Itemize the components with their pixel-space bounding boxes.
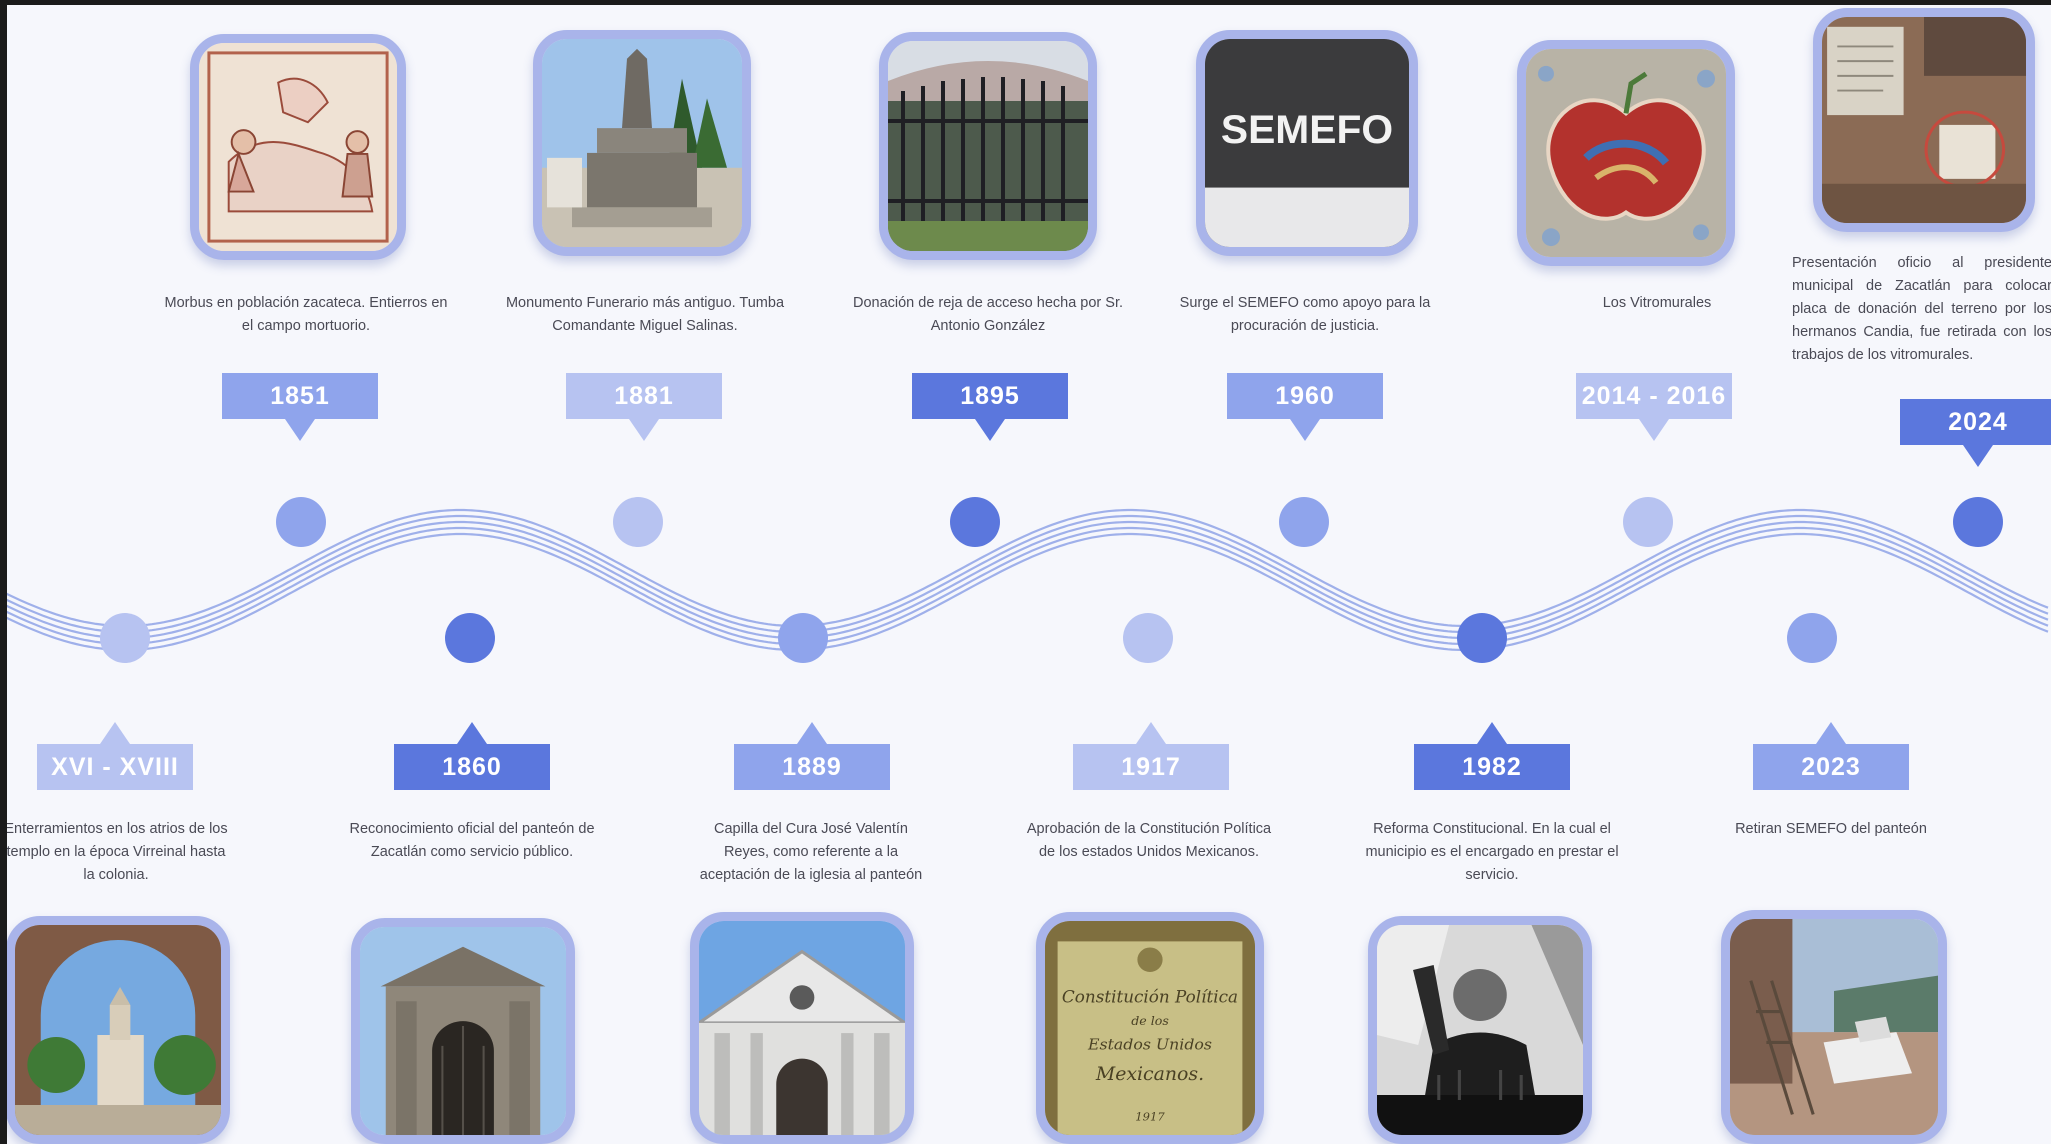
photo-2024 — [1813, 8, 2035, 232]
description-2023: Retiran SEMEFO del panteón — [1735, 821, 1927, 837]
photo-2023 — [1721, 910, 1947, 1144]
white-chapel-icon — [699, 921, 905, 1135]
year-label-2023: 2023 — [1753, 722, 1909, 790]
node-1960 — [1279, 497, 1329, 547]
year-label-1889: 1889 — [734, 722, 890, 790]
year-text: XVI - XVIII — [51, 753, 179, 781]
semefo-sign-text: SEMEFO — [1221, 108, 1393, 152]
gate-icon — [888, 41, 1088, 251]
node-1895 — [950, 497, 1000, 547]
node-2023 — [1787, 613, 1837, 663]
doc-line-1: Constitución Política — [1062, 988, 1238, 1007]
node-1917 — [1123, 613, 1173, 663]
wave-line — [0, 520, 2049, 640]
node-2024 — [1953, 497, 2003, 547]
node-1860 — [445, 613, 495, 663]
node-1851 — [276, 497, 326, 547]
description-1851: Morbus en población zacateca. Entierros … — [164, 295, 448, 334]
year-label-1982: 1982 — [1414, 722, 1570, 790]
doc-line-2: de los — [1131, 1013, 1169, 1028]
year-text: 1860 — [442, 753, 502, 781]
doc-line-4: Mexicanos. — [1095, 1064, 1204, 1085]
year-text: 1895 — [960, 382, 1020, 410]
photo-1982 — [1368, 916, 1592, 1144]
year-text: 1917 — [1121, 753, 1181, 781]
year-text: 1960 — [1275, 382, 1335, 410]
year-text: 2023 — [1801, 753, 1861, 781]
semefo-sign-icon: SEMEFO — [1205, 39, 1409, 247]
photo-1889 — [690, 912, 914, 1144]
node-1881 — [613, 497, 663, 547]
year-label-1881: 1881 — [566, 373, 722, 441]
year-label-1960: 1960 — [1227, 373, 1383, 441]
mosaic-apple-icon — [1526, 49, 1726, 257]
wave-lines — [0, 508, 2049, 652]
description-xvi-xviii: Enterramientos en los atrios de los temp… — [4, 821, 228, 883]
doc-line-3: Estados Unidos — [1087, 1036, 1212, 1054]
description-1960: Surge el SEMEFO como apoyo para la procu… — [1179, 295, 1431, 334]
year-label-2014-2016: 2014 - 2016 — [1576, 373, 1732, 441]
year-text: 1881 — [614, 382, 674, 410]
year-label-1851: 1851 — [222, 373, 378, 441]
wave-line — [0, 532, 2049, 652]
doc-line-5: 1917 — [1135, 1110, 1165, 1124]
photo-1860 — [351, 918, 575, 1144]
church-arch-icon — [15, 925, 221, 1135]
photo-2014-2016 — [1517, 40, 1735, 266]
constitution-icon: Constitución Política de los Estados Uni… — [1045, 921, 1255, 1135]
demolition-icon — [1730, 919, 1938, 1135]
year-label-1917: 1917 — [1073, 722, 1229, 790]
wave-line — [0, 508, 2049, 628]
photo-xvi-xviii — [6, 916, 230, 1144]
year-text: 2024 — [1948, 408, 2008, 436]
description-1881: Monumento Funerario más antiguo. Tumba C… — [505, 295, 785, 334]
description-2024: Presentación oficio al presidente munici… — [1792, 255, 2051, 363]
node-2014-2016 — [1623, 497, 1673, 547]
photo-1917: Constitución Política de los Estados Uni… — [1036, 912, 1264, 1144]
description-1895: Donación de reja de acceso hecha por Sr.… — [852, 295, 1124, 334]
description-2014-2016: Los Vitromurales — [1602, 295, 1712, 311]
year-label-1895: 1895 — [912, 373, 1068, 441]
year-text: 1851 — [270, 382, 330, 410]
node-1982 — [1457, 613, 1507, 663]
wave-line — [0, 526, 2049, 646]
photo-1851 — [190, 34, 406, 260]
wave-line — [0, 514, 2049, 634]
photo-1881 — [533, 30, 751, 256]
photo-1895 — [879, 32, 1097, 260]
wall-plaque-icon — [1822, 17, 2026, 223]
chapel-icon — [360, 927, 566, 1135]
year-text: 1889 — [782, 753, 842, 781]
year-text: 2014 - 2016 — [1581, 382, 1727, 410]
node-xvi-xviii — [100, 613, 150, 663]
wave-nodes — [100, 497, 2003, 663]
description-1982: Reforma Constitucional. En la cual el mu… — [1365, 821, 1619, 883]
description-1889: Capilla del Cura José Valentín Reyes, co… — [699, 821, 923, 883]
photo-1960: SEMEFO — [1196, 30, 1418, 256]
year-label-xvi-xviii: XVI - XVIII — [37, 722, 193, 790]
year-label-1860: 1860 — [394, 722, 550, 790]
illustration-icon — [199, 43, 397, 251]
node-1889 — [778, 613, 828, 663]
description-1917: Aprobación de la Constitución Política d… — [1026, 821, 1272, 860]
year-label-2024: 2024 — [1900, 399, 2051, 467]
description-1860: Reconocimiento oficial del panteón de Za… — [349, 821, 595, 860]
year-text: 1982 — [1462, 753, 1522, 781]
president-photo-icon — [1377, 925, 1583, 1135]
monument-icon — [542, 39, 742, 247]
